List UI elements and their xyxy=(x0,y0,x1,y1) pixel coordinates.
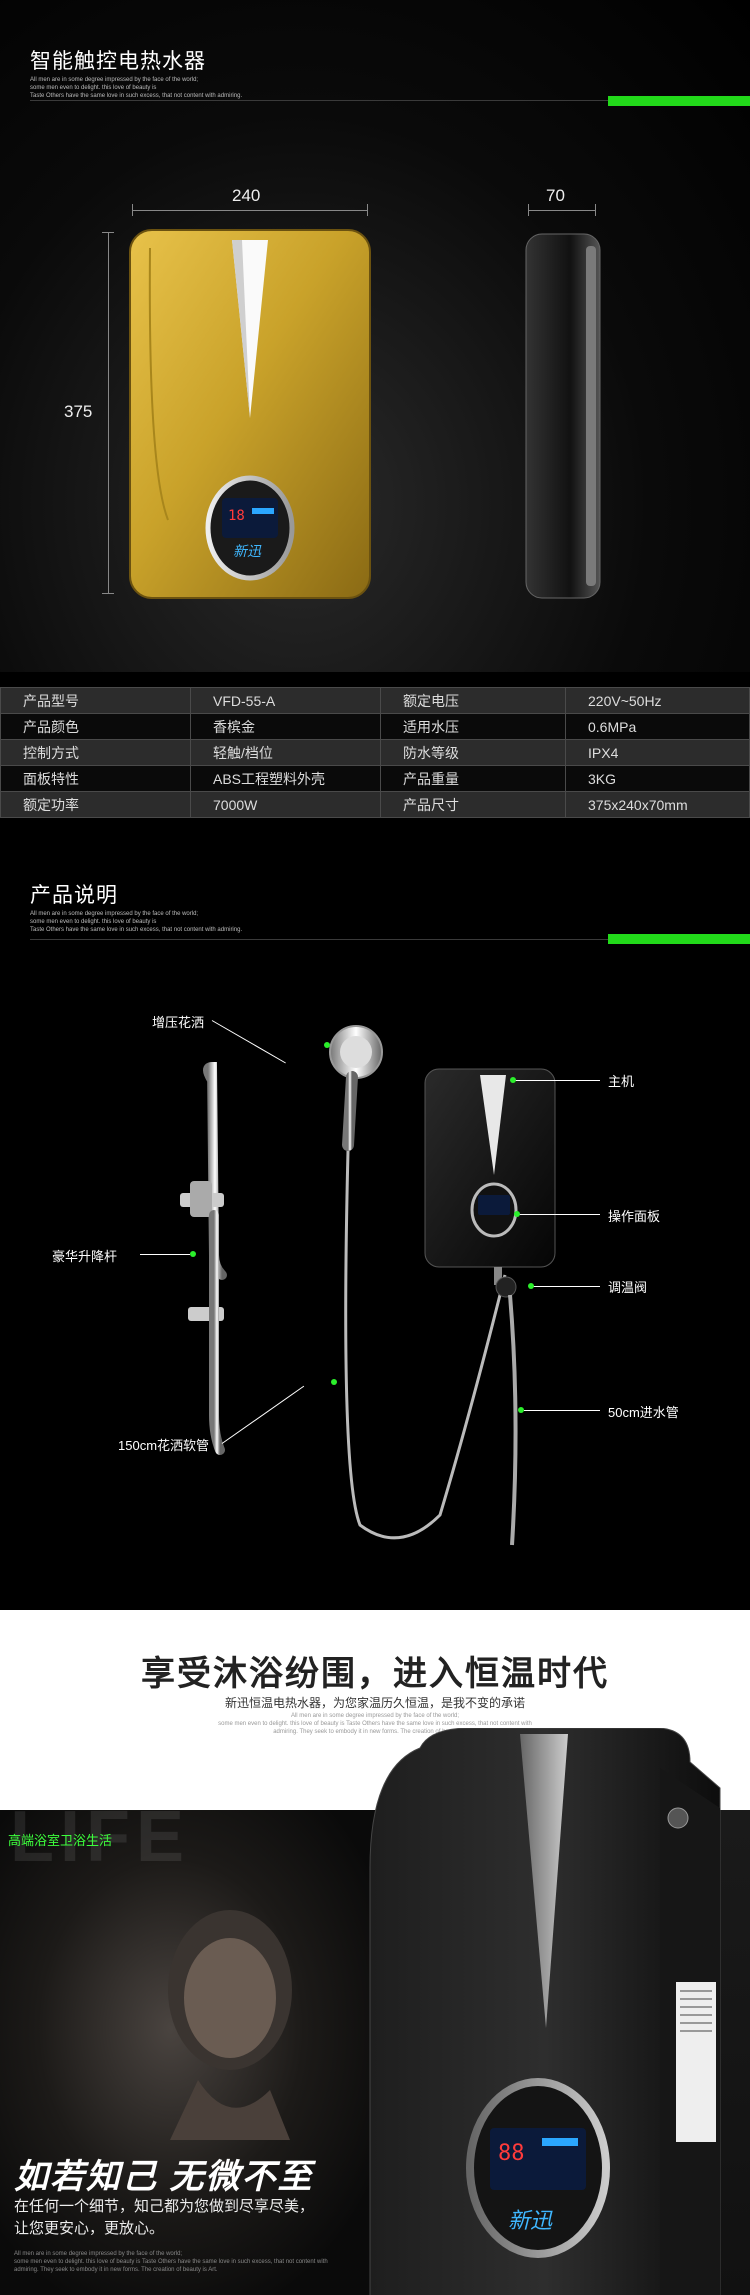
woman-portrait-image xyxy=(168,1910,292,2140)
callout-lifting-rod: 豪华升降杆 xyxy=(52,1249,118,1264)
dim-width-line xyxy=(132,210,368,211)
dim-height-label: 375 xyxy=(64,402,93,421)
dim-width-label: 240 xyxy=(232,186,261,205)
section1-title: 智能触控电热水器 xyxy=(30,50,206,73)
section2-green-accent xyxy=(608,934,750,944)
section-product-description: 产品说明 All men are in some degree impresse… xyxy=(0,855,750,1605)
big-slogan: 如若知己 无微不至 xyxy=(14,2158,314,2196)
banner-headline: 享受沐浴纷围，进入恒温时代 xyxy=(141,1654,609,1694)
callout-inlet-pipe: 50cm进水管 xyxy=(608,1405,679,1420)
section1-subtitle: All men are in some degree impressed by … xyxy=(30,77,243,99)
section1-green-accent xyxy=(608,96,750,106)
callout-temperature-valve: 调温阀 xyxy=(608,1280,648,1295)
callout-control-panel: 操作面板 xyxy=(608,1209,661,1224)
section-lifestyle-banner: 享受沐浴纷围，进入恒温时代 新迅恒温电热水器，为您家温历久恒温，是我不变的承诺 … xyxy=(0,1610,750,2295)
gold-heater-front-image: 18 新迅 xyxy=(129,229,371,599)
black-panel-brand: 新迅 xyxy=(508,2209,553,2234)
callout-shower-head: 增压花洒 xyxy=(152,1015,205,1030)
banner-small-text: All men are in some degree impressed by … xyxy=(218,1713,532,1735)
section1-rule xyxy=(30,100,608,101)
callout-main-unit: 主机 xyxy=(608,1074,635,1089)
table-row: 面板特性 ABS工程塑料外壳 产品重量 3KG xyxy=(0,765,750,792)
dim-depth-label: 70 xyxy=(546,186,565,205)
table-row: 控制方式 轻触/档位 防水等级 IPX4 xyxy=(0,739,750,766)
dim-depth-line xyxy=(528,210,596,211)
table-row: 产品型号 VFD-55-A 额定电压 220V~50Hz xyxy=(0,687,750,714)
black-heater-image: 88 新迅 xyxy=(369,1728,721,2295)
gold-panel-brand: 新迅 xyxy=(233,544,262,560)
svg-text:88: 88 xyxy=(498,2141,525,2166)
section2-title: 产品说明 xyxy=(30,884,118,907)
lifestyle-photo xyxy=(0,1810,380,2295)
banner-tagline: 新迅恒温电热水器，为您家温历久恒温，是我不变的承诺 xyxy=(224,1696,525,1710)
slogan-description: 在任何一个细节，知己都为您做到尽享尽美， 让您更安心，更放心。 xyxy=(14,2198,315,2237)
svg-text:18: 18 xyxy=(228,508,245,524)
section2-subtitle: All men are in some degree impressed by … xyxy=(30,911,243,933)
table-row: 额定功率 7000W 产品尺寸 375x240x70mm xyxy=(0,791,750,818)
table-row: 产品颜色 香槟金 适用水压 0.6MPa xyxy=(0,713,750,740)
bottom-small-text: All men are in some degree impressed by … xyxy=(14,2251,328,2273)
section-product-overview: 智能触控电热水器 All men are in some degree impr… xyxy=(0,0,750,818)
green-category-label: 高端浴室卫浴生活 xyxy=(8,1833,113,1848)
life-watermark: LIFE xyxy=(10,1797,190,1877)
dim-height-line xyxy=(108,232,109,594)
heater-side-view-image xyxy=(525,233,601,599)
specs-table: 产品型号 VFD-55-A 额定电压 220V~50Hz 产品颜色 香槟金 适用… xyxy=(0,687,750,818)
components-illustration xyxy=(180,1025,556,1546)
callout-hose: 150cm花洒软管 xyxy=(118,1438,210,1453)
